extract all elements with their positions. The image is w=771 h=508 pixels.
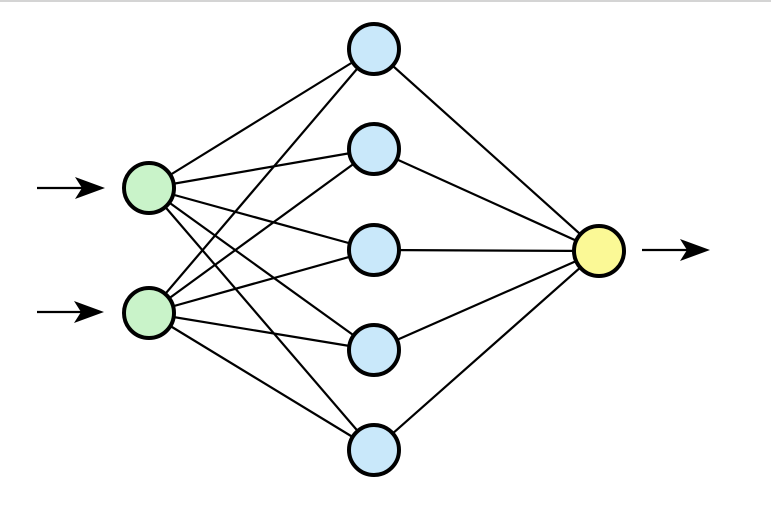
hidden-layer-node-2 (347, 122, 401, 176)
input-arrow-1-head-icon (75, 177, 105, 199)
edge-hidden-layer-2-to-output-layer-1 (373, 147, 600, 253)
input-arrow-2-head-icon (74, 301, 104, 323)
edge-input-layer-1-to-hidden-layer-5 (148, 187, 375, 451)
output-layer-node-1 (572, 224, 626, 278)
output-arrow-head-icon (680, 239, 710, 261)
input-layer-node-1 (122, 161, 176, 215)
input-layer-node-2 (122, 286, 176, 340)
edge-input-layer-2-to-hidden-layer-1 (148, 48, 375, 314)
edge-input-layer-1-to-hidden-layer-3 (148, 186, 375, 252)
hidden-layer-node-4 (347, 323, 401, 377)
edge-input-layer-2-to-hidden-layer-2 (148, 148, 375, 314)
hidden-layer-node-3 (347, 223, 401, 277)
edge-input-layer-1-to-hidden-layer-4 (148, 187, 375, 351)
window-top-border (0, 0, 771, 2)
edge-hidden-layer-5-to-output-layer-1 (373, 250, 600, 451)
edge-hidden-layer-4-to-output-layer-1 (373, 249, 600, 352)
edge-input-layer-1-to-hidden-layer-1 (148, 48, 375, 189)
hidden-layer-node-5 (347, 423, 401, 477)
edge-input-layer-2-to-hidden-layer-3 (148, 248, 375, 315)
edge-hidden-layer-3-to-output-layer-1 (373, 248, 600, 253)
hidden-layer-node-1 (347, 22, 401, 76)
edge-input-layer-2-to-hidden-layer-4 (148, 311, 375, 352)
edge-hidden-layer-1-to-output-layer-1 (373, 48, 600, 252)
edge-input-layer-2-to-hidden-layer-5 (148, 312, 375, 451)
edge-input-layer-1-to-hidden-layer-2 (148, 147, 375, 190)
